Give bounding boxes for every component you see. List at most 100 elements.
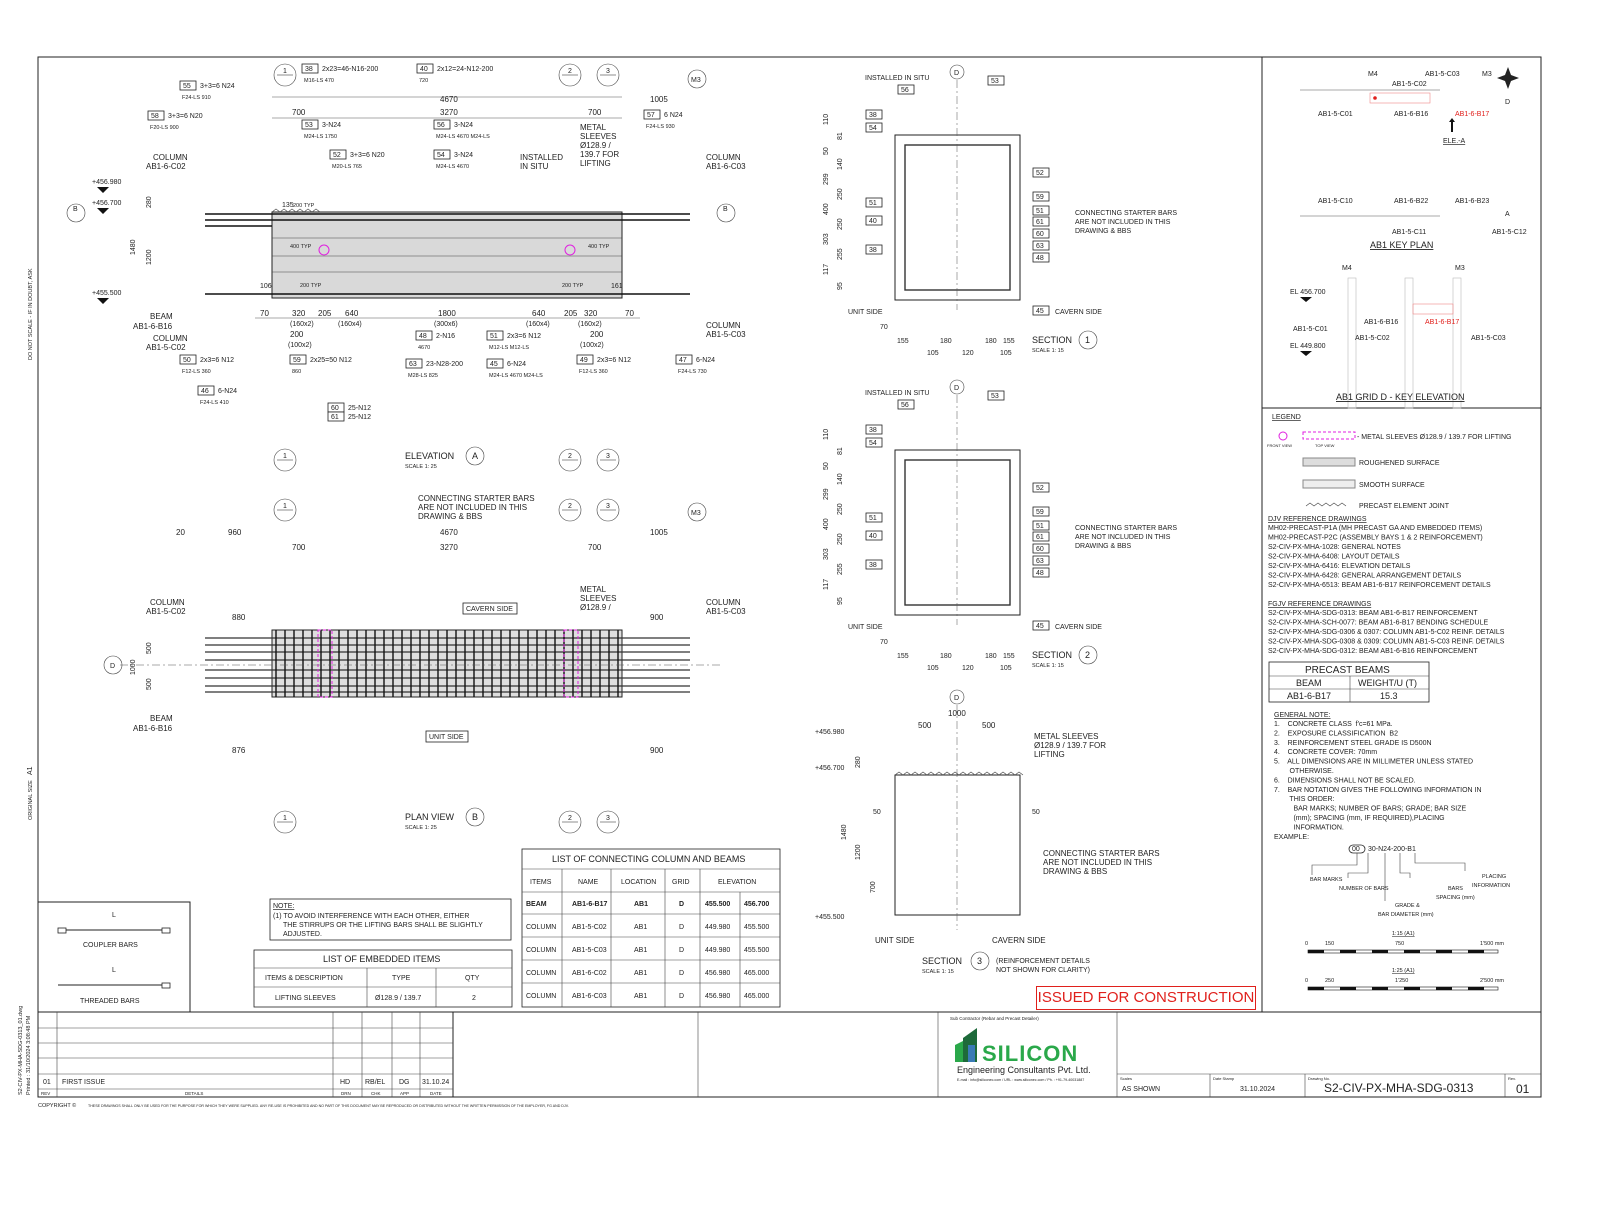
grid-m3: M3 [1455, 265, 1465, 272]
installed-label: IN SITU [520, 162, 549, 171]
bar-mark: 63 [1036, 558, 1044, 565]
table-header: QTY [465, 975, 480, 982]
legend-roughened: ROUGHENED SURFACE [1359, 460, 1440, 467]
dim: 81 [837, 132, 844, 140]
section-number: 3 [977, 956, 982, 966]
section-3-body [894, 774, 1021, 916]
bar-mark-box [1032, 228, 1050, 239]
starter-note: ARE NOT INCLUDED IN THIS [1075, 219, 1171, 226]
starter-note: CONNECTING STARTER BARS [418, 494, 535, 503]
table-header: BEAM [1296, 678, 1322, 688]
section-cut-marker [273, 63, 297, 87]
ele-a-label: ELE.-A [1443, 138, 1466, 145]
view-title: PLAN VIEW [405, 812, 455, 822]
column-id: AB1-5-C03 [706, 330, 746, 339]
highlight-beam [1412, 303, 1454, 315]
djv-ref: S2-CIV-PX-MHA-6513: BEAM AB1-6-B17 REINF… [1268, 582, 1491, 589]
dim: 117 [823, 264, 830, 275]
starter-note: DRAWING & BBS [1043, 867, 1107, 876]
dim-half: 500 [982, 721, 996, 730]
table-cell: 456.980 [705, 970, 730, 977]
top-view-label: TOP VIEW [1315, 443, 1335, 448]
grid-a: A [1505, 211, 1510, 218]
dim-typ: 200 TYP [293, 203, 315, 209]
dim: 95 [837, 282, 844, 290]
dim-900: 900 [650, 613, 664, 622]
starter-note: CONNECTING STARTER BARS [1043, 849, 1160, 858]
djv-ref: MH02-PRECAST-P2C (ASSEMBLY BAYS 1 & 2 RE… [1268, 535, 1483, 542]
dim: 155 [897, 338, 909, 345]
bar-mark: 59 [1036, 194, 1044, 201]
bar-mark-box [675, 354, 693, 365]
dim-640: 640 [345, 309, 359, 318]
level-marker: +455.500 [92, 290, 121, 297]
general-note-title: GENERAL NOTE: [1274, 712, 1331, 719]
key-item-highlight: AB1-6-B17 [1455, 111, 1489, 118]
unit-side-tag [425, 730, 469, 743]
bar-notation: 23-N28-200 [426, 361, 463, 368]
general-note-line: 1. CONCRETE CLASS f'c=61 MPa. [1274, 721, 1393, 728]
dim-overall: 4670 [440, 528, 458, 537]
bar-notation-example: 00 30-N24-200-B1 BAR MARKS NUMBER OF BAR… [1310, 844, 1510, 918]
dim-inner: 3270 [440, 108, 458, 117]
section-title: SECTION [1032, 335, 1072, 345]
bar-mark: 51 [869, 200, 877, 207]
spacing: BARS [1448, 886, 1463, 892]
dim-inner: 3270 [440, 543, 458, 552]
key-item: AB1-5-C10 [1318, 198, 1353, 205]
bar-mark: 56 [901, 402, 909, 409]
bar-notation-sub: F20-LS 900 [150, 125, 179, 131]
table-header: NAME [578, 879, 599, 886]
cavern-side-label: CAVERN SIDE [1055, 624, 1102, 631]
bar-mark-box [179, 354, 197, 365]
key-item: AB1-5-C12 [1492, 229, 1527, 236]
table-cell: 15.3 [1380, 691, 1398, 701]
bar-mark: 49 [580, 357, 588, 364]
sleeve-label: METAL SLEEVES [1034, 732, 1098, 741]
bar-mark: 57 [647, 112, 655, 119]
column-label: COLUMN [706, 153, 741, 162]
fgjv-ref: S2-CIV-PX-MHA-SDG-0312: BEAM AB1-6-B16 R… [1268, 648, 1478, 655]
section-cut-number: 3 [606, 453, 610, 460]
bar-mark: 47 [679, 357, 687, 364]
bar-notation: 3-N24 [322, 122, 341, 129]
section-3-view: 1000 500 500 +456.980 +456.700 +455.500 … [815, 689, 1160, 975]
sleeve-label: SLEEVES [580, 594, 616, 603]
bar-notation: 2x25=50 N12 [310, 357, 352, 364]
leader-lines [1311, 853, 1466, 901]
bar-mark: 40 [869, 533, 877, 540]
bar-notation: 6 N24 [664, 112, 683, 119]
rev-approved: DG [399, 1079, 410, 1086]
bar-mark-box [1032, 543, 1050, 554]
level-marker: +456.700 [92, 200, 121, 207]
bar-mark-box [147, 110, 165, 121]
bar-mark: 38 [869, 427, 877, 434]
dim-right-ext: 1005 [650, 95, 668, 104]
dim: 110 [823, 114, 830, 125]
dim-900: 900 [650, 746, 664, 755]
scale-label: 1:15 (A1) [1392, 931, 1415, 937]
bar-notation-sub: M20-LS 765 [332, 164, 362, 170]
section-cut-number: 1 [283, 68, 287, 75]
table-cell: Ø128.9 / 139.7 [375, 995, 421, 1002]
beam-id: AB1-6-B16 [133, 322, 173, 331]
header: CHK [371, 1091, 381, 1096]
section-title: SECTION [922, 956, 962, 966]
section-1-body [894, 134, 1021, 301]
dim: 255 [837, 248, 844, 260]
starter-note: DRAWING & BBS [1075, 228, 1131, 235]
sleeve-label: 139.7 FOR [580, 150, 619, 159]
date-value: 31.10.2024 [1240, 1086, 1275, 1093]
general-note-line: INFORMATION. [1274, 824, 1344, 831]
dim: 180 [985, 338, 997, 345]
starter-note: ARE NOT INCLUDED IN THIS [1075, 534, 1171, 541]
cavern-side-label: CAVERN SIDE [466, 606, 513, 613]
bar-notation: 3+3=6 N20 [168, 113, 203, 120]
note-box: NOTE: (1) TO AVOID INTERFERENCE WITH EAC… [269, 898, 512, 941]
dim: 120 [962, 350, 974, 357]
bar-mark-box [1032, 305, 1050, 316]
dim: 140 [837, 473, 844, 485]
legend-title: LEGEND [1272, 414, 1301, 421]
dim: 105 [1000, 665, 1012, 672]
dim: 303 [823, 233, 830, 245]
